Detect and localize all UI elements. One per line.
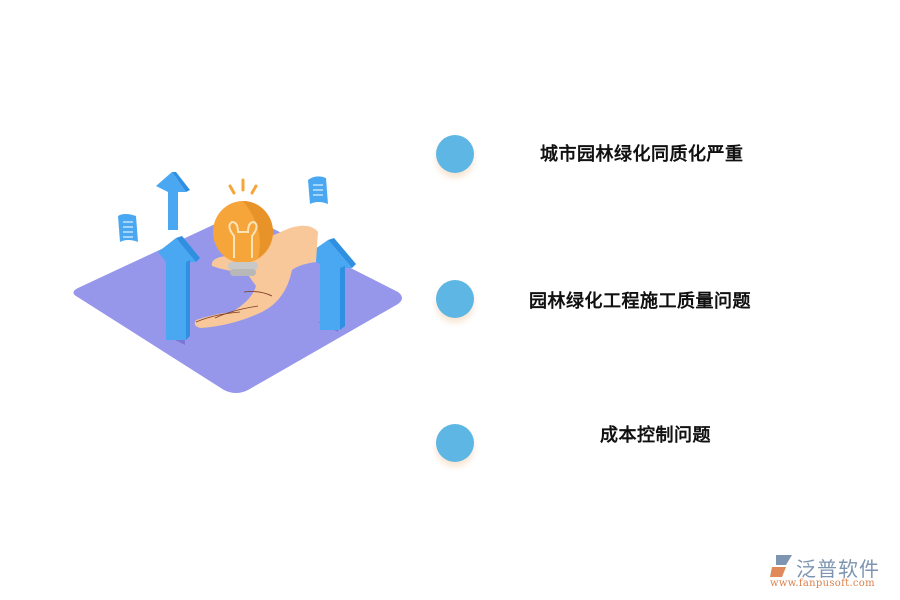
arrow-up-icon [305, 238, 356, 330]
logo-url: www.fanpusoft.com [770, 578, 875, 589]
hand-icon [194, 225, 318, 328]
item-label: 成本控制问题 [600, 425, 711, 446]
document-icon [118, 214, 138, 242]
list-item: 城市园林绿化同质化严重 [0, 133, 900, 183]
bullet-dot [436, 424, 474, 462]
arrow-up-icon [158, 236, 200, 340]
logo-icon [770, 555, 792, 577]
brand-logo: 泛普软件 www.fanpusoft.com [768, 553, 898, 593]
item-label: 城市园林绿化同质化严重 [540, 144, 744, 165]
item-label: 园林绿化工程施工质量问题 [529, 291, 751, 312]
list-item: 园林绿化工程施工质量问题 [0, 278, 900, 328]
logo-name: 泛普软件 [796, 557, 880, 581]
bullet-dot [436, 135, 474, 173]
bullet-dot [436, 280, 474, 318]
list-item: 成本控制问题 [0, 421, 900, 471]
lightbulb-icon [213, 178, 273, 276]
arrow-up-icon [156, 172, 190, 230]
document-icon [308, 176, 328, 204]
